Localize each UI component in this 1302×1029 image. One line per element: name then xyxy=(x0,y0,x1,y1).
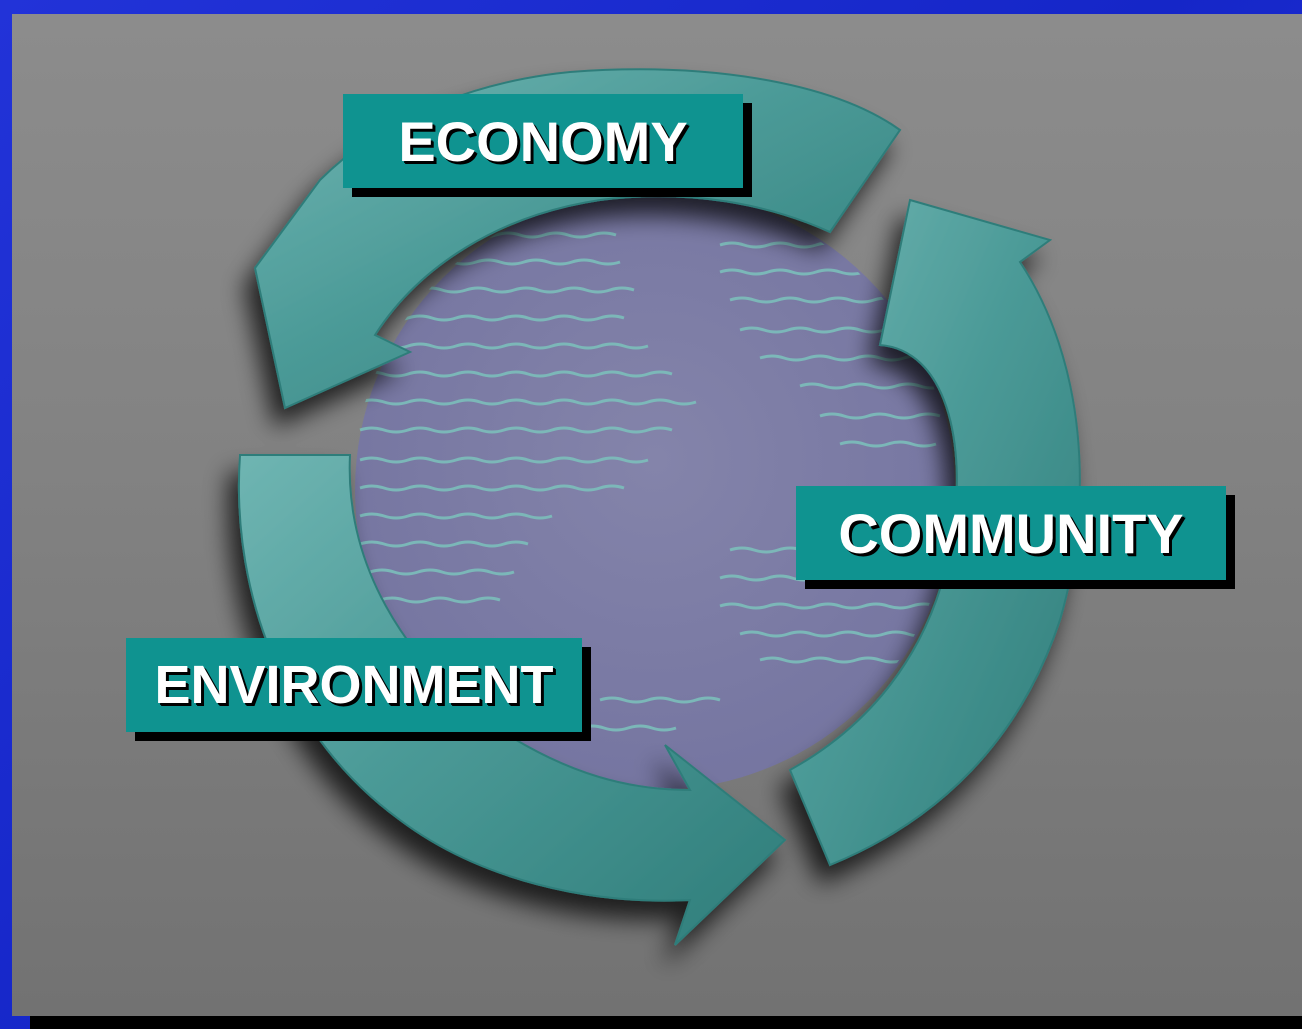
environment-label: ENVIRONMENT xyxy=(154,655,554,715)
community-label: COMMUNITY xyxy=(838,501,1184,565)
economy-label: ECONOMY xyxy=(398,109,688,173)
economy-label-box: ECONOMY xyxy=(343,94,743,188)
environment-label-box: ENVIRONMENT xyxy=(126,638,582,732)
bottom-bar xyxy=(30,1016,1302,1029)
community-label-box: COMMUNITY xyxy=(796,486,1226,580)
community-arrow xyxy=(788,198,1081,867)
